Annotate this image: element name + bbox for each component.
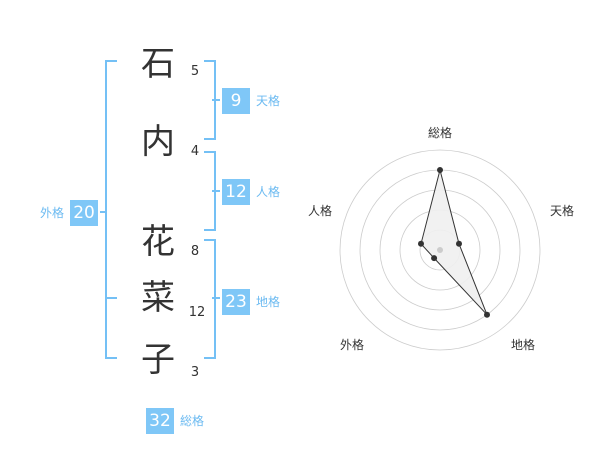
- gaikaku-value: 20: [70, 200, 99, 226]
- jinkaku-value: 12: [222, 179, 250, 205]
- stroke-count-5: 3: [190, 365, 200, 380]
- radar-series-polygon: [420, 169, 488, 316]
- chikaku-badge: 23 地格: [222, 289, 280, 315]
- gaikaku-badge: 外格 20: [40, 200, 99, 226]
- soukaku-label: 総格: [180, 414, 205, 428]
- stroke-count-4: 12: [188, 305, 206, 320]
- chikaku-label: 地格: [256, 295, 281, 309]
- tenkaku-tick: [212, 99, 220, 101]
- radar-axis-label-jinkaku: 人格: [308, 204, 333, 218]
- radar-point-3: [484, 311, 490, 318]
- gaikaku-inner-tick: [105, 297, 117, 299]
- gaikaku-tick: [100, 211, 107, 213]
- name-char-2: 内: [141, 122, 175, 162]
- chikaku-bracket: [204, 239, 216, 359]
- name-char-1: 石: [141, 44, 175, 84]
- soukaku-value: 32: [146, 408, 174, 434]
- chikaku-value: 23: [222, 289, 250, 315]
- chikaku-tick: [212, 297, 220, 299]
- radar-point-1: [437, 167, 443, 173]
- tenkaku-label: 天格: [256, 94, 281, 108]
- gaikaku-label: 外格: [40, 206, 65, 220]
- radar-axis-label-tenkaku: 天格: [550, 204, 575, 218]
- tenkaku-badge: 9 天格: [222, 88, 280, 114]
- jinkaku-badge: 12 人格: [222, 179, 280, 205]
- name-char-4: 菜: [141, 278, 175, 318]
- stroke-count-3: 8: [190, 244, 200, 259]
- radar-grid-ring-5: [339, 149, 541, 351]
- jinkaku-label: 人格: [256, 185, 281, 199]
- tenkaku-value: 9: [222, 88, 250, 114]
- radar-point-4: [431, 255, 438, 262]
- name-char-5: 子: [141, 340, 175, 380]
- name-char-3: 花: [141, 222, 175, 262]
- stroke-count-2: 4: [190, 144, 200, 159]
- radar-axis-label-soukaku: 総格: [428, 126, 453, 140]
- stroke-count-1: 5: [190, 64, 200, 79]
- radar-point-2: [456, 240, 462, 247]
- jinkaku-tick: [212, 190, 220, 192]
- radar-axis-label-chikaku: 地格: [511, 338, 536, 352]
- radar-center-point: [437, 247, 443, 253]
- radar-point-5: [418, 240, 424, 247]
- radar-axis-label-gaikaku: 外格: [340, 338, 365, 352]
- soukaku-badge: 32 総格: [146, 408, 204, 434]
- gaikaku-bracket: [105, 60, 117, 359]
